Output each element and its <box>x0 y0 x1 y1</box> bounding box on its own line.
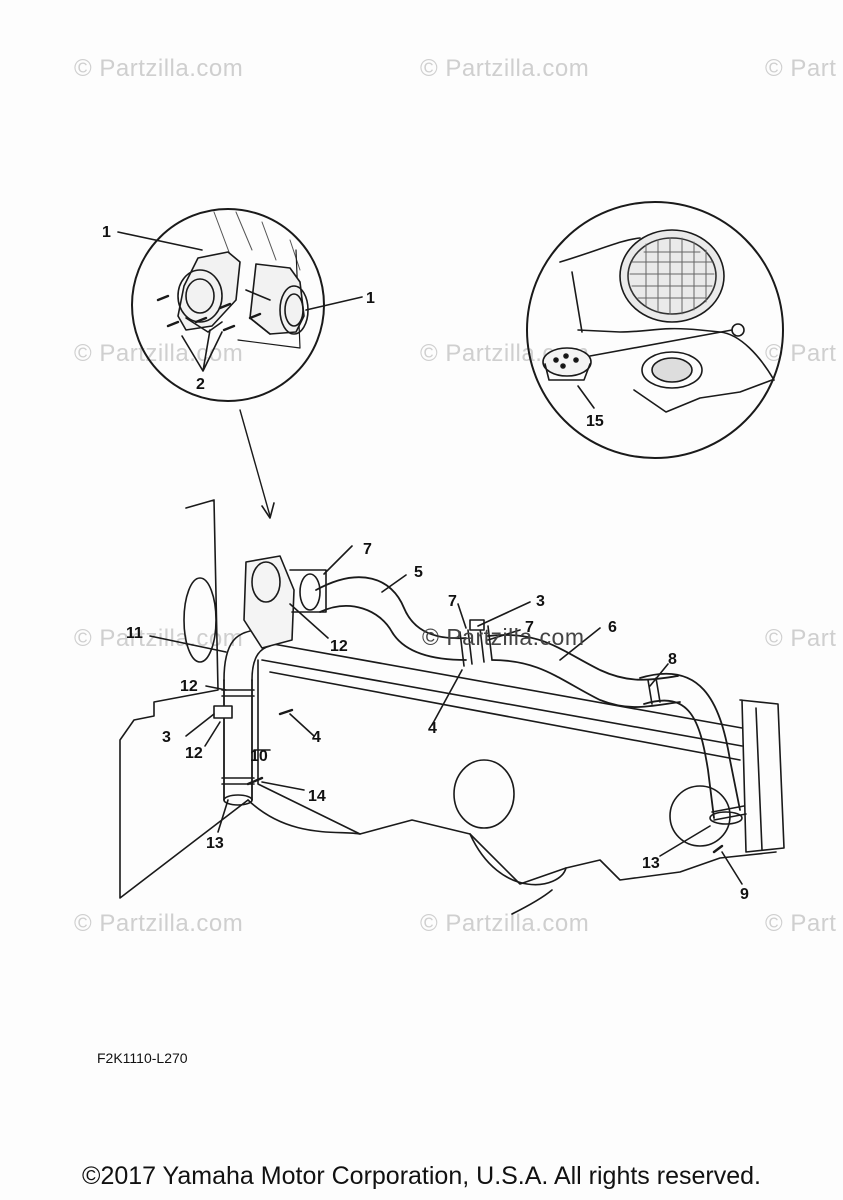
callout-11: 11 <box>126 625 143 642</box>
callout-3: 3 <box>162 729 171 746</box>
watermark-partial: © Part <box>765 625 837 652</box>
callout-5: 5 <box>414 564 423 581</box>
drawing-code: F2K1110-L270 <box>97 1050 188 1066</box>
callout-14: 14 <box>308 788 326 805</box>
watermark: © Partzilla.com <box>74 55 244 82</box>
detail-view-fittings <box>131 208 325 402</box>
copyright-notice: ©2017 Yamaha Motor Corporation, U.S.A. A… <box>82 1162 761 1190</box>
callout-1: 1 <box>366 290 375 307</box>
callout-8: 8 <box>668 651 677 668</box>
callout-15: 15 <box>586 413 604 430</box>
callout-3: 3 <box>536 593 545 610</box>
callout-2: 2 <box>196 376 205 393</box>
watermark: © Partzilla.com <box>74 340 244 367</box>
callout-13: 13 <box>206 835 224 852</box>
callout-4: 4 <box>428 720 437 737</box>
callout-4: 4 <box>312 729 321 746</box>
callout-12: 12 <box>330 638 348 655</box>
callout-12: 12 <box>180 678 198 695</box>
watermark: © Partzilla.com <box>74 910 244 937</box>
callout-7: 7 <box>448 593 457 610</box>
watermark-partial: © Part <box>765 340 837 367</box>
center-watermark: © Partzilla.com <box>422 624 585 650</box>
callout-6: 6 <box>608 619 617 636</box>
callout-12: 12 <box>185 745 203 762</box>
watermark-partial: © Part <box>765 910 837 937</box>
watermark-partial: © Part <box>765 55 837 82</box>
callout-labels: 1 1 2 15 7 5 3 7 7 6 8 11 12 12 3 12 4 4… <box>102 224 749 903</box>
callout-10: 10 <box>250 748 268 765</box>
main-assembly <box>119 499 785 915</box>
callout-1: 1 <box>102 224 111 241</box>
watermark: © Partzilla.com <box>420 910 590 937</box>
detail-view-drain-cap <box>526 201 784 459</box>
callout-7: 7 <box>525 619 534 636</box>
callout-7: 7 <box>363 541 372 558</box>
callout-13: 13 <box>642 855 660 872</box>
watermark: © Partzilla.com <box>420 55 590 82</box>
callout-9: 9 <box>740 886 749 903</box>
